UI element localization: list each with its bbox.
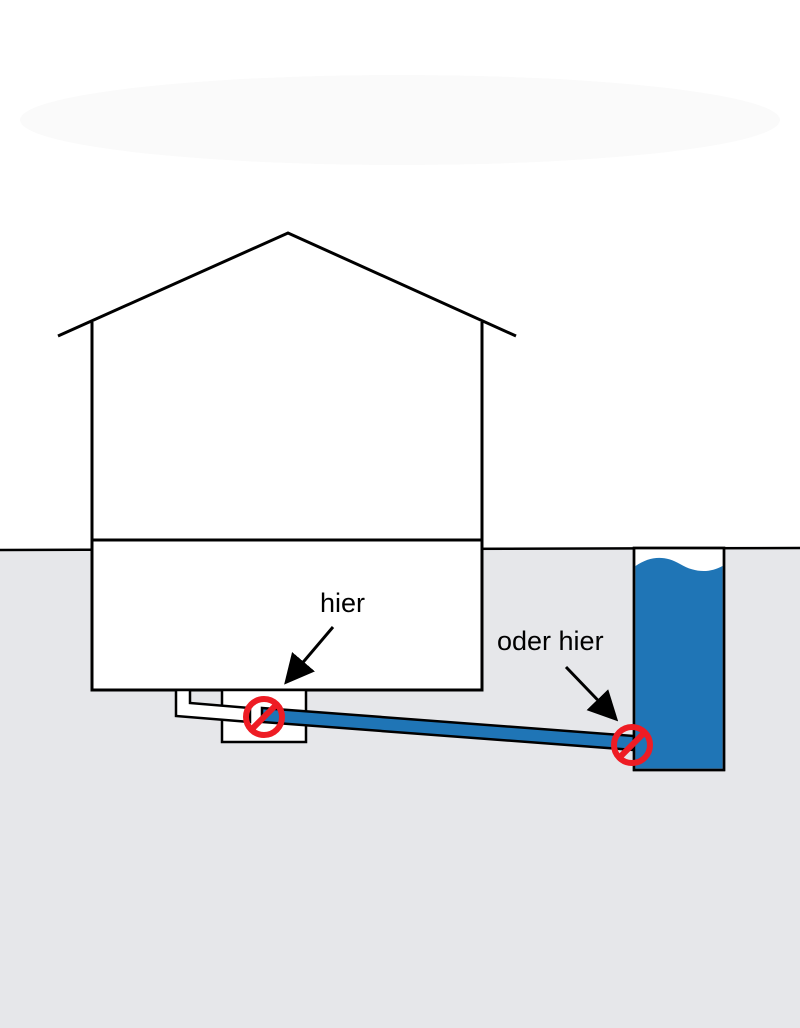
sewer-main-outline xyxy=(632,546,726,772)
house-roof xyxy=(57,231,517,338)
arrow-icon xyxy=(284,626,335,685)
house-basement xyxy=(90,538,484,692)
prohibition-sign-icon xyxy=(611,724,653,766)
sewer-water xyxy=(635,557,723,769)
faint-cloud xyxy=(20,75,780,165)
arrow-icon xyxy=(564,665,619,722)
label-here: hier xyxy=(320,588,365,618)
prohibition-sign-icon xyxy=(243,696,285,738)
label-or-here: oder hier xyxy=(497,626,604,656)
